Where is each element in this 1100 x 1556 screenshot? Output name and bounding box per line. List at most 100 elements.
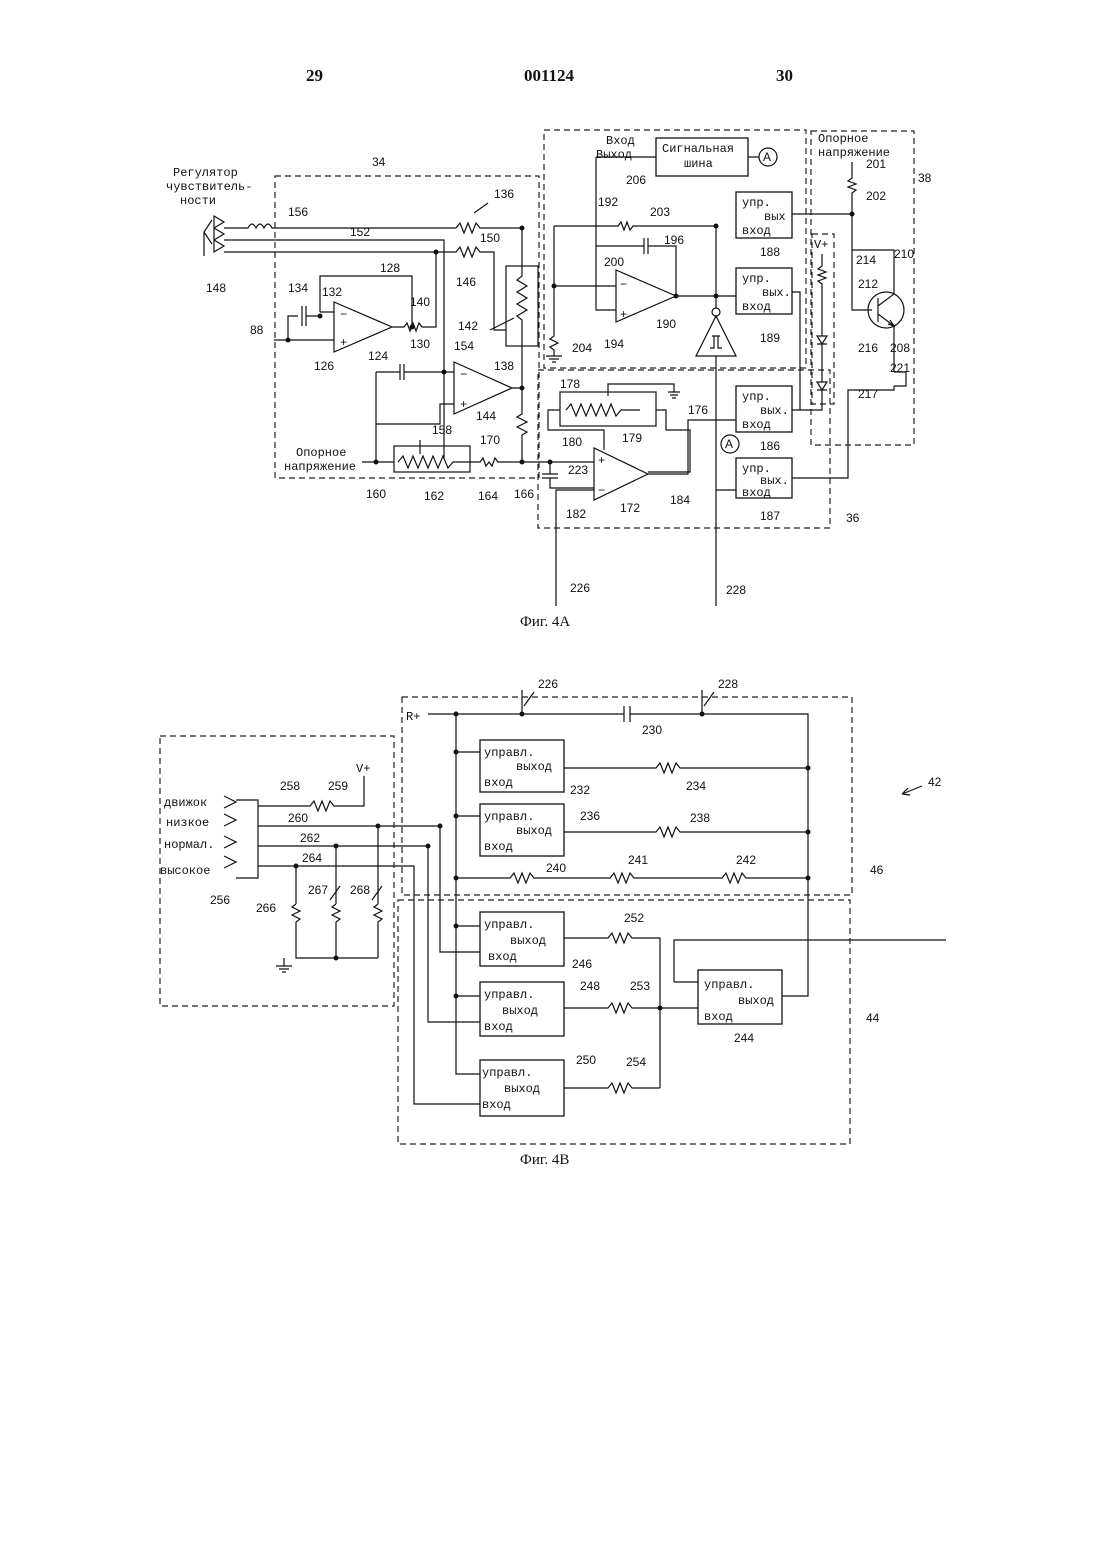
ref-172: 172 [620,501,640,515]
ref-236: 236 [580,809,600,823]
box-232-out: выход [516,760,552,774]
resistor-170 [512,388,527,462]
ref-266: 266 [256,901,276,915]
vplus-dashed [812,234,834,404]
opamp-172-plus: + [598,454,605,468]
ref-136: 136 [494,187,514,201]
box-188-out: вых [764,210,786,224]
switch-connector [224,796,236,868]
signal-bus-label-2: шина [684,157,713,171]
ref-130: 130 [410,337,430,351]
sensitivity-label-2: чувствитель- [166,180,252,194]
marker-a-bottom-label: A [725,437,733,451]
brace-148 [204,220,212,256]
box-186-out: вых. [760,404,789,418]
box-248-out: выход [502,1004,538,1018]
ref-226b: 226 [538,677,558,691]
ref-46: 46 [870,863,884,877]
box-246-ctrl: управл. [484,918,534,932]
switch-normal-label: нормал. [164,838,214,852]
box-246-in: вход [488,950,517,964]
box-189-ctrl: упр. [742,272,771,286]
signal-bus-label-1: Сигнальная [662,142,734,156]
opamp-190-minus: − [620,278,627,292]
ref-267: 267 [308,883,328,897]
taps-226-228 [522,690,702,714]
box-236-ctrl: управл. [484,810,534,824]
ref-voltage-right-1: Опорное [818,132,868,146]
ref-138: 138 [494,359,514,373]
ref-214: 214 [856,253,876,267]
bus-in-label: Вход [606,134,635,148]
ref-240: 240 [546,861,566,875]
opamp-172-minus: − [598,484,605,498]
ref-228b: 228 [718,677,738,691]
ref-242: 242 [736,853,756,867]
box-236-in: вход [484,840,513,854]
block-46 [402,697,852,895]
opamp-124-minus: − [340,308,347,322]
ref-132: 132 [322,285,342,299]
ref-179: 179 [622,431,642,445]
wire-184 [648,420,736,474]
ref-170: 170 [480,433,500,447]
ref-186: 186 [760,439,780,453]
transistor-210 [868,292,904,328]
wire-262 [258,846,480,1022]
ref-264: 264 [302,851,322,865]
resistor-204 [546,286,562,362]
box-186-ctrl: упр. [742,390,771,404]
opamp-144-minus: − [460,368,467,382]
figure-4b: R+ 230 226 228 управл. выход вход 232 23… [160,677,946,1168]
ticks-226-228 [524,692,714,706]
ref-234: 234 [686,779,706,793]
ref-158: 158 [432,423,452,437]
pot-142 [517,228,527,390]
wire-189-186 [792,292,800,410]
ref-182: 182 [566,507,586,521]
ref-187: 187 [760,509,780,523]
vplus-label: V+ [814,238,828,252]
ref-126: 126 [314,359,334,373]
ref-196: 196 [664,233,684,247]
box-188-ctrl: упр. [742,196,771,210]
rplus-label: R+ [406,710,420,724]
ref-189: 189 [760,331,780,345]
ref-228: 228 [726,583,746,597]
ref-262: 262 [300,831,320,845]
ref-201: 201 [866,157,886,171]
resistor-259 [258,776,364,811]
fig4b-caption: Фиг. 4B [520,1152,569,1168]
ref-176: 176 [688,403,708,417]
arrow-42 [902,786,922,795]
cap-134 [288,306,320,340]
ref-166: 166 [514,487,534,501]
ref-144: 144 [476,409,496,423]
ref-88: 88 [250,323,264,337]
resistor-254 [564,1083,660,1093]
transistor-210-leads [878,262,894,372]
ref-128: 128 [380,261,400,275]
ref-203: 203 [650,205,670,219]
box-232-in: вход [484,776,513,790]
ref-208: 208 [890,341,910,355]
ref-212: 212 [858,277,878,291]
switch-body [236,800,258,878]
ref-140: 140 [410,295,430,309]
switch-high-label: высокое [160,864,210,878]
ref-200: 200 [604,255,624,269]
ref-226: 226 [570,581,590,595]
ref-188: 188 [760,245,780,259]
fig4a-caption: Фиг. 4A [520,614,570,630]
ref-258: 258 [280,779,300,793]
box-246-out: выход [510,934,546,948]
wire-221-187 [792,386,894,478]
ref-204: 204 [572,341,592,355]
resistor-266 [292,904,378,958]
ref-voltage-left-2: напряжение [284,460,356,474]
box-189-out: вых. [762,286,791,300]
ref-142: 142 [458,319,478,333]
ref-268: 268 [350,883,370,897]
ref-148: 148 [206,281,226,295]
